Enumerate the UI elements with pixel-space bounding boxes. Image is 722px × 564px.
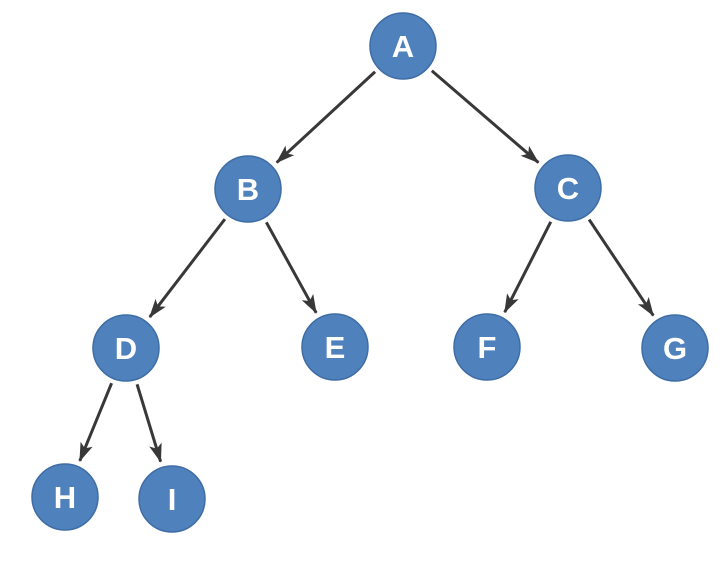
edge-c-f	[503, 221, 553, 314]
edge-b-e	[265, 221, 318, 314]
tree-node-a: A	[369, 12, 437, 80]
tree-node-f: F	[453, 313, 521, 381]
tree-node-g: G	[641, 314, 709, 382]
tree-node-i: I	[138, 465, 206, 533]
edge-d-i	[135, 383, 163, 463]
node-circle-b	[214, 155, 282, 223]
node-circle-i	[138, 465, 206, 533]
tree-node-h: H	[31, 463, 99, 531]
tree-node-c: C	[534, 154, 602, 222]
node-circle-e	[301, 313, 369, 381]
node-circle-a	[369, 12, 437, 80]
node-circle-g	[641, 314, 709, 382]
node-circle-c	[534, 154, 602, 222]
edge-a-c	[430, 69, 540, 164]
edge-a-b	[275, 70, 377, 164]
edge-c-g	[587, 218, 655, 317]
tree-node-d: D	[92, 314, 160, 382]
tree-node-e: E	[301, 313, 369, 381]
node-circle-h	[31, 463, 99, 531]
edge-b-d	[148, 218, 227, 318]
tree-node-b: B	[214, 155, 282, 223]
edge-d-h	[78, 382, 113, 462]
node-circle-d	[92, 314, 160, 382]
node-circle-f	[453, 313, 521, 381]
